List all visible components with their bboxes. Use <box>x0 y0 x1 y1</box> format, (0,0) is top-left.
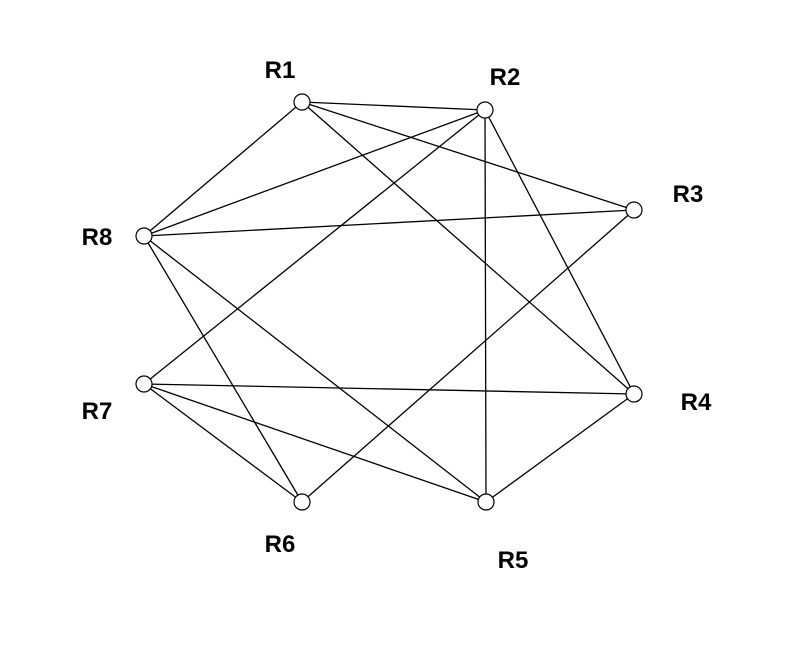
edge-r2-r7 <box>143 109 486 385</box>
edge-r5-r8 <box>143 235 487 503</box>
edge-r1-r3 <box>301 101 635 211</box>
node-label-r8: R8 <box>82 224 113 251</box>
node-label-r2: R2 <box>490 64 521 91</box>
edge-r3-r6 <box>301 209 635 503</box>
edge-r1-r2 <box>301 101 486 111</box>
nodes-layer <box>135 93 643 511</box>
node-r1 <box>293 93 311 111</box>
edge-r1-r4 <box>301 101 635 395</box>
node-r7 <box>135 375 153 393</box>
node-r6 <box>293 493 311 511</box>
node-r8 <box>135 227 153 245</box>
node-r3 <box>625 201 643 219</box>
node-label-r3: R3 <box>673 181 704 208</box>
node-label-r5: R5 <box>498 547 529 574</box>
node-r2 <box>476 101 494 119</box>
edge-r3-r8 <box>143 209 635 237</box>
edge-r6-r8 <box>143 235 303 503</box>
node-r4 <box>625 385 643 403</box>
node-r5 <box>477 493 495 511</box>
node-label-r6: R6 <box>265 531 296 558</box>
edge-r2-r4 <box>484 109 635 395</box>
edge-r6-r7 <box>143 383 303 503</box>
node-label-r7: R7 <box>82 398 113 425</box>
node-label-r4: R4 <box>681 389 712 416</box>
edge-r2-r5 <box>484 109 487 503</box>
edge-r4-r5 <box>485 393 635 503</box>
edges-layer <box>143 101 635 503</box>
edge-r4-r7 <box>143 383 635 395</box>
edge-r1-r8 <box>143 101 303 237</box>
edge-r2-r8 <box>143 109 486 237</box>
edge-r5-r7 <box>143 383 487 503</box>
node-label-r1: R1 <box>265 57 296 84</box>
